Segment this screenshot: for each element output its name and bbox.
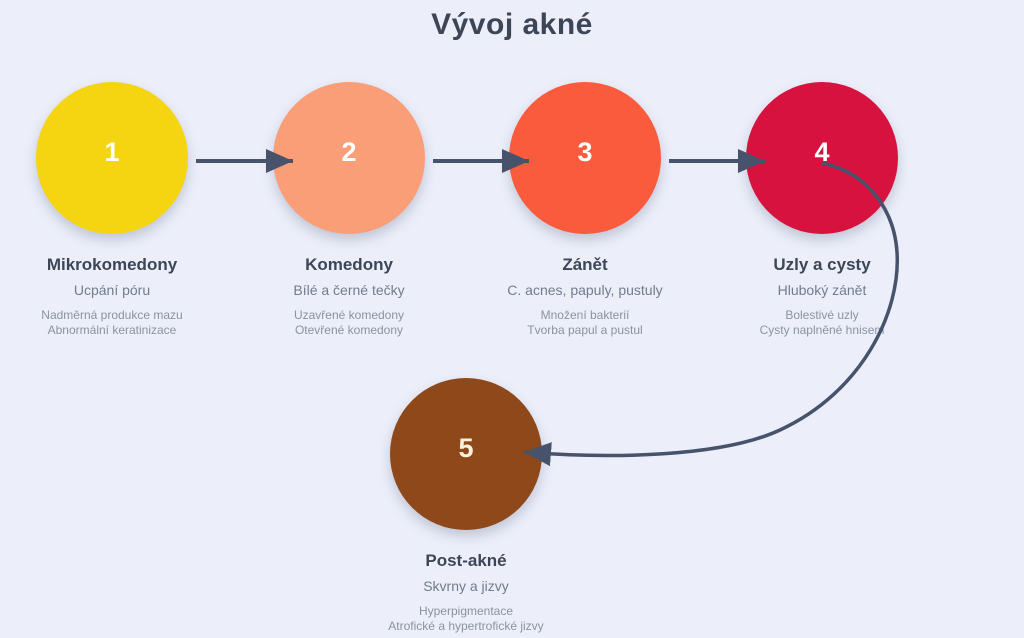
stage-detail-line: Bolestivé uzly	[785, 308, 859, 322]
stage-number-1: 1	[104, 136, 120, 167]
stage-subtitle: Skvrny a jizvy	[423, 578, 509, 594]
stage-number-2: 2	[341, 136, 357, 167]
stage-details: Bolestivé uzly Cysty naplněné hnisem	[712, 308, 932, 338]
stage-detail-line: Nadměrná produkce mazu	[41, 308, 183, 322]
stage-name: Komedony	[305, 255, 393, 274]
stage-name: Mikrokomedony	[46, 255, 178, 274]
stage-subtitle: Bílé a černé tečky	[293, 282, 405, 298]
stage-name: Uzly a cysty	[773, 255, 871, 274]
stage-node-microcomedones: 1 Mikrokomedony Ucpání póru Nadměrná pro…	[2, 82, 222, 338]
stage-circle-1: 1	[36, 82, 188, 234]
stage-subtitle: Ucpání póru	[73, 282, 151, 298]
stage-circle-5: 5	[390, 378, 542, 530]
stage-node-nodules-cysts: 4 Uzly a cysty Hluboký zánět Bolestivé u…	[712, 82, 932, 338]
stage-detail-line: Cysty naplněné hnisem	[759, 323, 885, 337]
diagram-title: Vývoj akné	[431, 8, 593, 41]
stage-detail-line: Tvorba papul a pustul	[527, 323, 643, 337]
stage-details: Nadměrná produkce mazu Abnormální kerati…	[2, 308, 222, 338]
stage-detail-line: Uzavřené komedony	[293, 308, 405, 322]
stage-number-5: 5	[458, 432, 474, 463]
stage-subtitle: Hluboký zánět	[777, 282, 867, 298]
stage-detail-line: Hyperpigmentace	[418, 604, 514, 618]
stage-details: Uzavřené komedony Otevřené komedony	[239, 308, 459, 338]
stage-number-3: 3	[577, 136, 593, 167]
stage-name: Post-akné	[425, 551, 507, 570]
stage-detail-line: Množení bakterií	[540, 308, 630, 322]
stage-circle-2: 2	[273, 82, 425, 234]
stage-node-comedones: 2 Komedony Bílé a černé tečky Uzavřené k…	[239, 82, 459, 338]
stage-details: Hyperpigmentace Atrofické a hypertrofick…	[356, 604, 576, 634]
stage-subtitle: C. acnes, papuly, pustuly	[507, 282, 663, 298]
stage-node-post-acne: 5 Post-akné Skvrny a jizvy Hyperpigmenta…	[356, 378, 576, 634]
stage-circle-4: 4	[746, 82, 898, 234]
stage-circle-3: 3	[509, 82, 661, 234]
stage-detail-line: Otevřené komedony	[294, 323, 404, 337]
stage-number-4: 4	[814, 136, 830, 167]
stage-name: Zánět	[562, 255, 608, 274]
stage-node-inflammation: 3 Zánět C. acnes, papuly, pustuly Množen…	[475, 82, 695, 338]
stage-detail-line: Abnormální keratinizace	[47, 323, 177, 337]
stage-detail-line: Atrofické a hypertrofické jizvy	[388, 619, 544, 633]
stage-details: Množení bakterií Tvorba papul a pustul	[475, 308, 695, 338]
